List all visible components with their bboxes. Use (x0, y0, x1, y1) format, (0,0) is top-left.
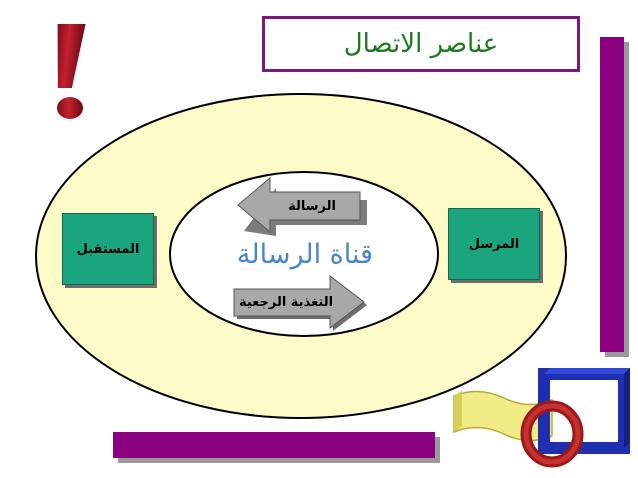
exclamation-icon (57, 24, 86, 119)
title-box: عناصر الاتصال (262, 16, 580, 72)
horizontal-bar (113, 432, 435, 458)
receiver-label: المستقبل (76, 241, 140, 257)
decorative-3d-shapes (453, 368, 630, 468)
sender-label: المرسل (468, 236, 520, 252)
sender-box: المرسل (448, 208, 540, 280)
channel-label: قناة الرسالة (236, 238, 374, 270)
slide-title: عناصر الاتصال (343, 29, 499, 59)
feedback-arrow-label: التغذية الرجعية (238, 294, 334, 310)
feedback-arrow (233, 274, 367, 331)
message-arrow (237, 176, 367, 236)
receiver-box: المستقبل (62, 213, 154, 285)
message-arrow-label: الرسالة (288, 198, 336, 214)
vertical-bar (600, 37, 624, 352)
